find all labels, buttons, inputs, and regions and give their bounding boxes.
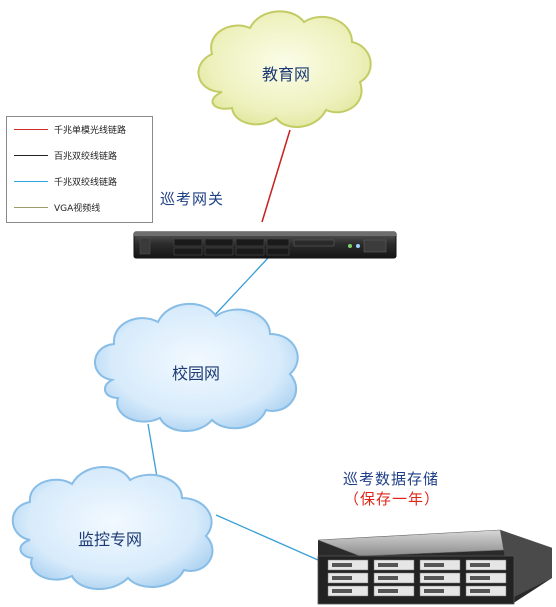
gateway-server xyxy=(133,231,397,259)
storage-subtitle: （保存一年） xyxy=(344,490,441,508)
legend-line-vga xyxy=(14,207,48,208)
legend-label-vga: VGA视频线 xyxy=(54,204,101,214)
campus-network-cloud xyxy=(94,303,299,433)
legend-item-gigabit: 千兆双绞线链路 xyxy=(7,173,152,191)
legend-label-gigabit: 千兆双绞线链路 xyxy=(54,178,118,188)
gateway-label: 巡考网关 xyxy=(160,190,225,208)
monitor-network-label: 监控专网 xyxy=(78,530,143,549)
legend: 千兆单模光线链路 百兆双绞线链路 千兆双绞线链路 VGA视频线 xyxy=(6,116,153,223)
storage-title: 巡考数据存储 xyxy=(343,470,440,488)
monitor-network-cloud xyxy=(11,466,214,591)
gigabit-link-campus-monitor xyxy=(147,423,159,484)
storage-array xyxy=(317,529,553,605)
campus-network-label: 校园网 xyxy=(172,364,221,383)
legend-label-100m: 百兆双绞线链路 xyxy=(54,152,118,162)
gigabit-link-gateway-campus xyxy=(211,257,269,319)
legend-line-gigabit xyxy=(14,181,48,182)
legend-item-fiber: 千兆单模光线链路 xyxy=(7,121,152,139)
legend-line-fiber xyxy=(14,129,48,130)
education-network-cloud xyxy=(197,10,372,129)
gigabit-link-monitor-storage xyxy=(215,514,319,561)
legend-item-100m: 百兆双绞线链路 xyxy=(7,147,152,165)
legend-line-100m xyxy=(14,155,48,156)
legend-item-vga: VGA视频线 xyxy=(7,199,152,217)
legend-label-fiber: 千兆单模光线链路 xyxy=(54,126,127,136)
education-network-label: 教育网 xyxy=(262,65,311,84)
fiber-link-edu-gateway xyxy=(261,129,291,223)
